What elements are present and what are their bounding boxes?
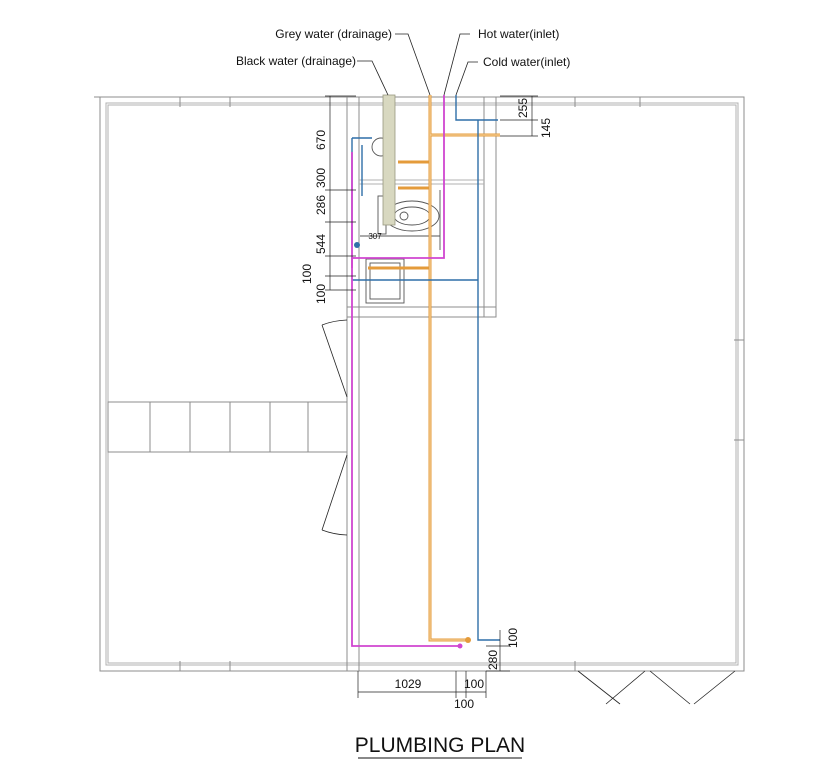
interior-walls: [107, 96, 497, 672]
dim-300: 300: [314, 168, 328, 188]
basin-icon: [365, 258, 405, 304]
hot-water-outlet-icon: [465, 637, 471, 643]
dim-544: 544: [314, 234, 328, 254]
purple-supply-line: [351, 95, 460, 647]
dim-307: 307: [368, 232, 382, 241]
legend-leaders: [357, 33, 478, 96]
outer-walls: [94, 96, 745, 672]
dim-100-bottom-b: 100: [454, 697, 474, 711]
black-water-pipe: [382, 94, 396, 226]
dim-286: 286: [314, 195, 328, 215]
cold-water-label: Cold water(inlet): [483, 55, 570, 69]
doors: [321, 319, 736, 705]
plan-title: PLUMBING PLAN: [355, 734, 525, 757]
dim-145: 145: [539, 118, 553, 138]
hot-water-pipe-inner: [429, 95, 500, 641]
dim-100-lower: 100: [314, 284, 328, 304]
grey-water-label: Grey water (drainage): [275, 27, 392, 41]
dim-100-upper: 100: [300, 264, 314, 284]
dim-670: 670: [314, 130, 328, 150]
cold-water-pipe: [351, 95, 500, 641]
dimension-lines: [325, 95, 538, 698]
cold-water-outlet-icon: [354, 242, 360, 248]
dim-1029: 1029: [395, 677, 422, 691]
dim-280: 280: [486, 650, 500, 670]
dim-255: 255: [516, 98, 530, 118]
dim-100-bottom-a: 100: [464, 677, 484, 691]
dim-100-right: 100: [506, 628, 520, 648]
black-water-label: Black water (drainage): [236, 54, 356, 68]
hot-water-label: Hot water(inlet): [478, 27, 559, 41]
